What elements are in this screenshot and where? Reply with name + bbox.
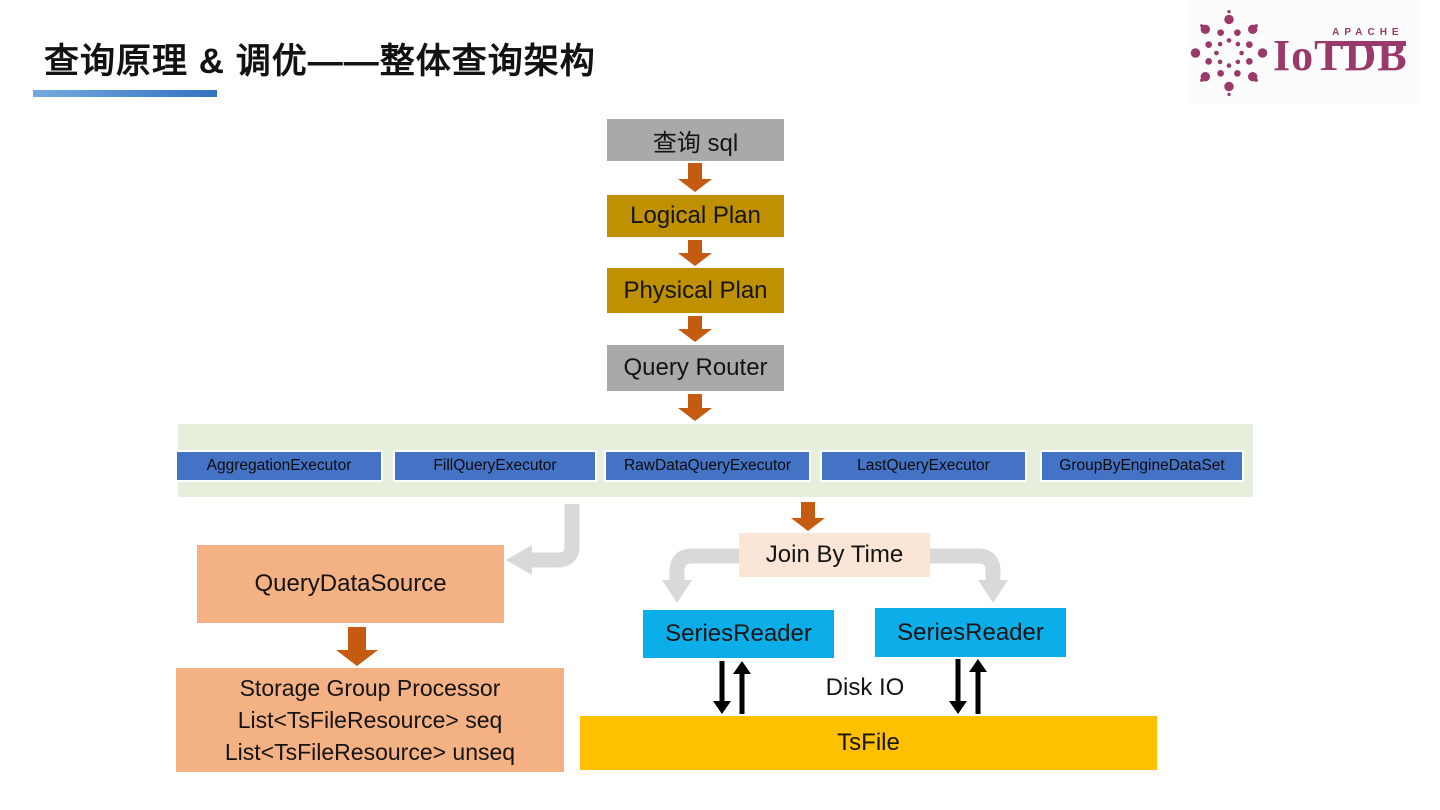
title-underline [33, 90, 217, 97]
storage-line-3: List<TsFileResource> unseq [224, 739, 516, 765]
iotdb-label: IoTDB [1273, 31, 1408, 80]
arrow-join-to-left-reader-icon [669, 548, 739, 582]
arrow-qds-to-storage-icon [336, 627, 378, 666]
node-query-data-source: QueryDataSource [197, 545, 504, 623]
storage-line-1: Storage Group Processor [239, 675, 501, 701]
node-aggregation-executor: AggregationExecutor [175, 450, 383, 482]
arrowhead-to-right-reader [978, 580, 1008, 603]
node-series-reader-left: SeriesReader [643, 610, 834, 658]
arrow-physical-to-router-icon [678, 316, 712, 342]
node-logical-plan: Logical Plan [607, 195, 784, 237]
node-query-router: Query Router [607, 345, 784, 391]
arrow-executors-to-qds-icon [532, 504, 580, 568]
disk-io-up-head-right [969, 659, 987, 672]
arrow-router-to-executors-icon [678, 394, 712, 421]
arrow-join-to-right-reader-icon [930, 548, 1001, 582]
page-title: 查询原理 & 调优——整体查询架构 [44, 42, 596, 81]
node-tsfile: TsFile [580, 716, 1157, 770]
node-series-reader-right: SeriesReader [875, 608, 1066, 657]
iotdb-starburst-icon [1190, 9, 1268, 96]
node-raw-data-query-executor: RawDataQueryExecutor [604, 450, 811, 482]
node-group-by-engine-dataset: GroupByEngineDataSet [1040, 450, 1244, 482]
arrowhead-to-left-reader [662, 580, 692, 603]
apache-label: APACHE [1332, 27, 1404, 38]
disk-io-down-head-right [949, 701, 967, 714]
iotdb-wordmark-bar [1327, 41, 1406, 46]
arrow-executors-to-join-icon [791, 502, 825, 531]
disk-io-label: Disk IO [825, 674, 905, 701]
arrow-logical-to-physical-icon [678, 240, 712, 266]
arrowhead-to-qds [506, 545, 532, 575]
node-last-query-executor: LastQueryExecutor [820, 450, 1027, 482]
arrow-sql-to-logical-icon [678, 163, 712, 192]
disk-io-down-head-left [713, 701, 731, 714]
iotdb-wordmark: APACHE IoTDB [1273, 27, 1408, 78]
node-join-by-time: Join By Time [739, 533, 930, 577]
disk-io-up-head-left [733, 661, 751, 674]
iotdb-logo: APACHE IoTDB [1187, 0, 1420, 105]
node-storage-group-processor: Storage Group Processor List<TsFileResou… [176, 668, 564, 772]
storage-line-2: List<TsFileResource> seq [237, 707, 503, 733]
node-fill-query-executor: FillQueryExecutor [393, 450, 597, 482]
node-query-sql: 查询 sql [607, 119, 784, 161]
node-physical-plan: Physical Plan [607, 268, 784, 313]
